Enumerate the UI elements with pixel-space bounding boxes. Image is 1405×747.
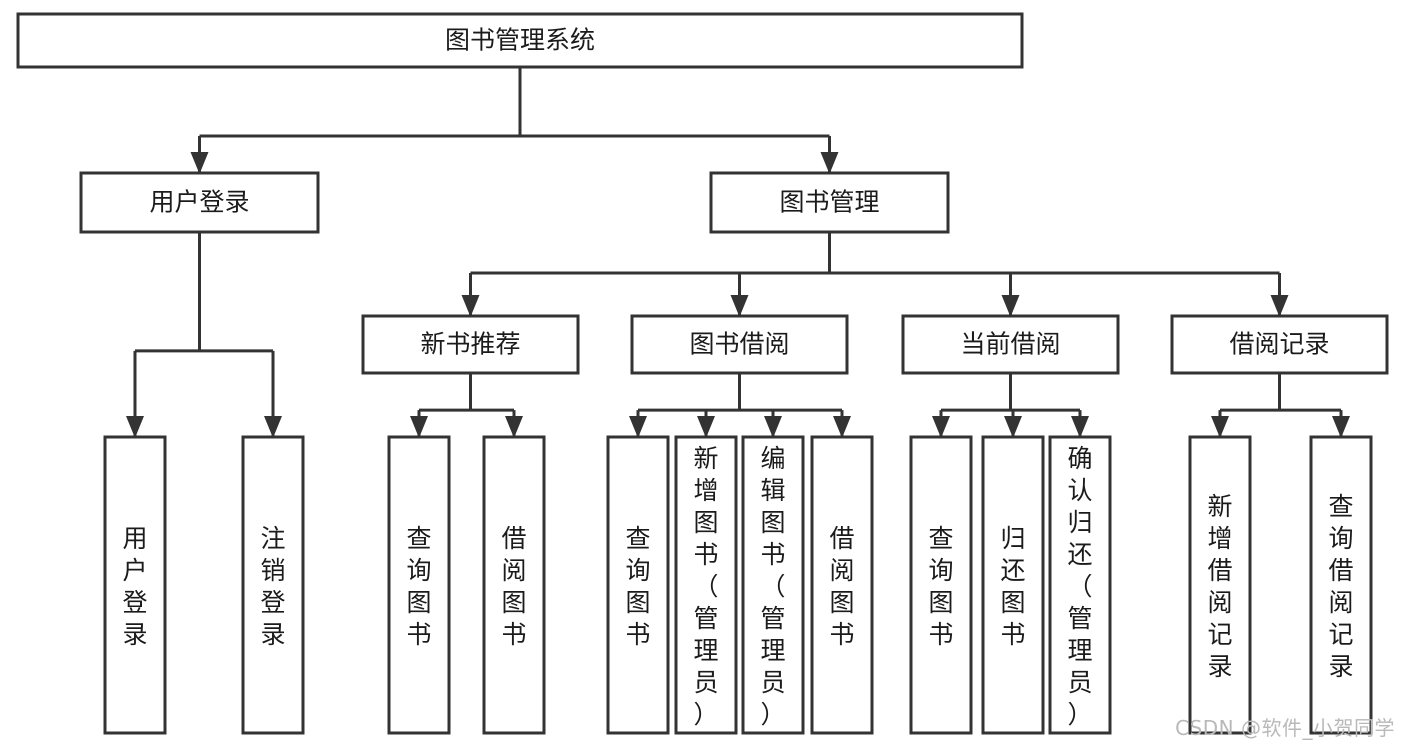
node-label: 图书借阅 bbox=[689, 330, 789, 359]
node-label: 新书推荐 bbox=[420, 330, 520, 359]
arrowhead-icon bbox=[264, 416, 282, 438]
arrowhead-icon bbox=[1270, 295, 1289, 317]
node-label: 借阅图书 bbox=[829, 524, 854, 649]
node-leaf-query-book-1[interactable]: 查询图书 bbox=[387, 435, 451, 735]
node-box bbox=[482, 435, 546, 735]
arrowhead-icon bbox=[410, 416, 428, 438]
node-label: 用户登录 bbox=[149, 188, 249, 217]
edge-group-book-borrow bbox=[629, 373, 851, 438]
edge-group-borrow-record bbox=[1211, 373, 1350, 438]
node-box bbox=[741, 435, 805, 735]
arrowhead-icon bbox=[764, 416, 782, 438]
node-label: 图书管理系统 bbox=[445, 26, 595, 55]
node-box bbox=[79, 171, 320, 234]
node-leaf-logout[interactable]: 注销登录 bbox=[241, 435, 305, 735]
node-current-borrow[interactable]: 当前借阅 bbox=[901, 314, 1120, 375]
arrowhead-icon bbox=[461, 295, 480, 317]
node-label: 用户登录 bbox=[122, 524, 147, 649]
node-box bbox=[387, 435, 451, 735]
node-box bbox=[241, 435, 305, 735]
arrowhead-icon bbox=[1071, 416, 1089, 438]
node-box bbox=[674, 435, 738, 735]
arrowhead-icon bbox=[1004, 416, 1022, 438]
node-leaf-query-book-3[interactable]: 查询图书 bbox=[909, 435, 973, 735]
arrowhead-icon bbox=[505, 416, 523, 438]
node-label: 查询图书 bbox=[406, 524, 431, 649]
node-label: 查询图书 bbox=[625, 524, 650, 649]
node-label: 新增图书（管理员） bbox=[693, 444, 718, 729]
node-box bbox=[630, 314, 849, 375]
node-label: 注销登录 bbox=[260, 524, 285, 649]
arrowhead-icon bbox=[126, 416, 144, 438]
node-user-login[interactable]: 用户登录 bbox=[79, 171, 320, 234]
node-leaf-borrow-book-2[interactable]: 借阅图书 bbox=[810, 435, 874, 735]
node-box bbox=[606, 435, 670, 735]
node-box bbox=[103, 435, 167, 735]
arrowhead-icon bbox=[833, 416, 851, 438]
node-label: 查询图书 bbox=[928, 524, 953, 649]
node-label: 借阅记录 bbox=[1229, 330, 1329, 359]
edge-group-new-book-recommend bbox=[410, 373, 523, 438]
node-box bbox=[709, 171, 950, 234]
node-layer: 图书管理系统用户登录图书管理新书推荐图书借阅当前借阅借阅记录用户登录注销登录查询… bbox=[16, 12, 1389, 735]
node-box bbox=[361, 314, 580, 375]
node-leaf-edit-book[interactable]: 编辑图书（管理员） bbox=[741, 435, 805, 735]
node-book-management[interactable]: 图书管理 bbox=[709, 171, 950, 234]
arrowhead-icon bbox=[820, 152, 839, 174]
node-box bbox=[810, 435, 874, 735]
node-book-borrow[interactable]: 图书借阅 bbox=[630, 314, 849, 375]
node-label: 图书管理 bbox=[779, 188, 879, 217]
node-borrow-record[interactable]: 借阅记录 bbox=[1170, 314, 1389, 375]
node-box bbox=[1048, 435, 1112, 735]
node-leaf-return-book[interactable]: 归还图书 bbox=[981, 435, 1045, 735]
node-box bbox=[16, 12, 1024, 69]
node-box bbox=[1188, 435, 1252, 735]
arrowhead-icon bbox=[730, 295, 749, 317]
node-box bbox=[901, 314, 1120, 375]
node-box bbox=[981, 435, 1045, 735]
node-box bbox=[1309, 435, 1373, 735]
node-label: 借阅图书 bbox=[501, 524, 526, 649]
node-leaf-query-book-2[interactable]: 查询图书 bbox=[606, 435, 670, 735]
arrowhead-icon bbox=[190, 152, 209, 174]
edge-group-user-login bbox=[126, 232, 282, 438]
arrowhead-icon bbox=[1332, 416, 1350, 438]
edge-group-root bbox=[190, 67, 839, 174]
node-leaf-add-book[interactable]: 新增图书（管理员） bbox=[674, 435, 738, 735]
edge-group-current-borrow bbox=[932, 373, 1089, 438]
edge-layer bbox=[126, 67, 1350, 438]
node-new-book-recommend[interactable]: 新书推荐 bbox=[361, 314, 580, 375]
node-leaf-confirm-return[interactable]: 确认归还（管理员） bbox=[1048, 435, 1112, 735]
node-label: 确认归还（管理员） bbox=[1067, 444, 1092, 729]
arrowhead-icon bbox=[1211, 416, 1229, 438]
arrowhead-icon bbox=[697, 416, 715, 438]
node-leaf-add-record[interactable]: 新增借阅记录 bbox=[1188, 435, 1252, 735]
node-label: 查询借阅记录 bbox=[1328, 492, 1353, 681]
node-root[interactable]: 图书管理系统 bbox=[16, 12, 1024, 69]
node-label: 归还图书 bbox=[1000, 524, 1025, 649]
node-leaf-user-login[interactable]: 用户登录 bbox=[103, 435, 167, 735]
node-leaf-borrow-book-1[interactable]: 借阅图书 bbox=[482, 435, 546, 735]
node-label: 编辑图书（管理员） bbox=[760, 444, 785, 729]
arrowhead-icon bbox=[629, 416, 647, 438]
node-leaf-query-record[interactable]: 查询借阅记录 bbox=[1309, 435, 1373, 735]
arrowhead-icon bbox=[932, 416, 950, 438]
node-box bbox=[909, 435, 973, 735]
node-label: 新增借阅记录 bbox=[1207, 492, 1232, 681]
arrowhead-icon bbox=[1001, 295, 1020, 317]
node-label: 当前借阅 bbox=[960, 330, 1060, 359]
edge-group-book-management bbox=[461, 232, 1289, 317]
watermark-text: CSDN @软件_小贺同学 bbox=[1175, 716, 1395, 740]
node-box bbox=[1170, 314, 1389, 375]
